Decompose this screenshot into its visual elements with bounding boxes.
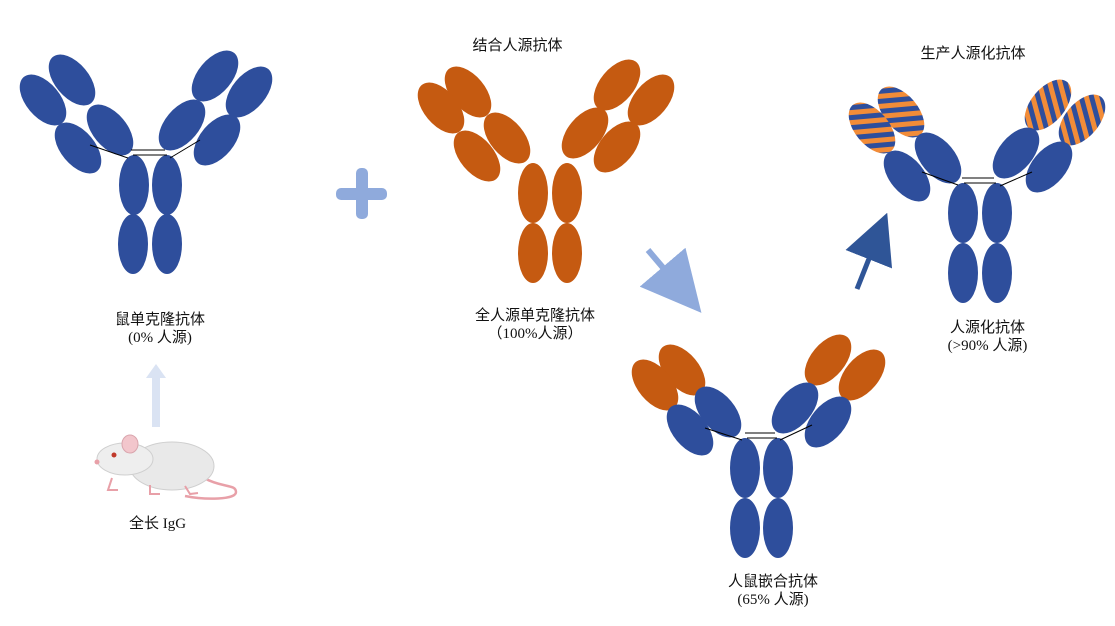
- arrow-to-humanized: [845, 212, 893, 290]
- chimeric-antibody: [631, 334, 886, 558]
- arrow-from-mouse: [146, 364, 166, 427]
- mouse-antibody-humanization: (0% 人源): [128, 330, 192, 346]
- mouse-antibody-name: 鼠单克隆抗体: [114, 312, 205, 328]
- humanized-antibody-top-label: 生产人源化抗体: [920, 46, 1026, 62]
- mouse-antibody: [19, 50, 273, 274]
- plus-icon: [336, 168, 387, 219]
- chimeric-antibody-humanization: (65% 人源): [737, 592, 809, 608]
- human-antibody-humanization: （100%人源）: [487, 326, 583, 342]
- mouse-source-label: 全长 IgG: [128, 516, 187, 532]
- human-antibody-name: 全人源单克隆抗体: [474, 308, 595, 324]
- humanized-antibody-humanization: (>90% 人源): [947, 338, 1028, 354]
- human-antibody-top-label: 结合人源抗体: [472, 38, 563, 54]
- arrow-to-chimeric: [639, 247, 702, 313]
- human-antibody-label: 全人源单克隆抗体 （100%人源）: [460, 307, 610, 343]
- chimeric-antibody-label: 人鼠嵌合抗体 (65% 人源): [718, 573, 828, 609]
- humanized-antibody: [848, 79, 1106, 303]
- human-antibody: [417, 59, 675, 283]
- chimeric-antibody-name: 人鼠嵌合抗体: [727, 574, 818, 590]
- humanized-antibody-name: 人源化抗体: [949, 320, 1025, 336]
- mouse-antibody-label: 鼠单克隆抗体 (0% 人源): [100, 311, 220, 347]
- mouse-illustration: [94, 434, 238, 500]
- humanized-antibody-label: 人源化抗体 (>90% 人源): [935, 319, 1040, 355]
